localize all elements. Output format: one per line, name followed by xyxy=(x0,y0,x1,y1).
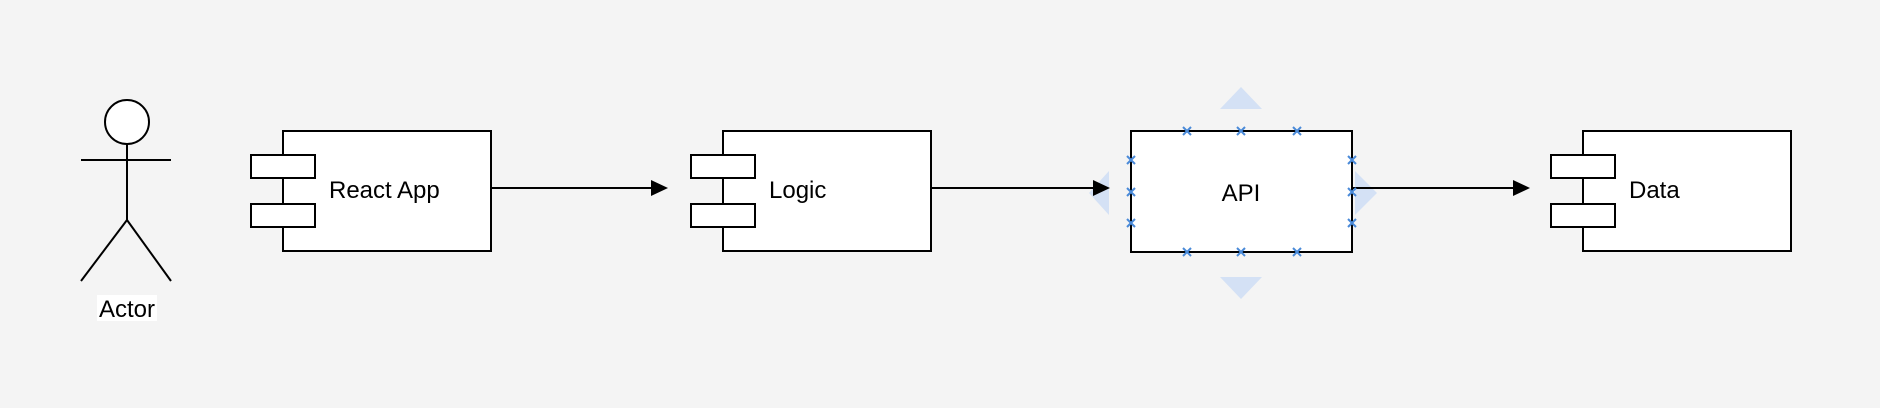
component-data-port-bottom xyxy=(1550,203,1616,228)
connection-point-marker[interactable] xyxy=(1126,187,1136,197)
component-data-body xyxy=(1582,130,1792,252)
connection-point-marker[interactable] xyxy=(1126,155,1136,165)
connection-point-marker[interactable] xyxy=(1347,218,1357,228)
connector-logic-to-api[interactable] xyxy=(931,180,1110,196)
component-logic-port-top xyxy=(690,154,756,179)
component-logic-port-bottom xyxy=(690,203,756,228)
connection-point-marker[interactable] xyxy=(1347,155,1357,165)
connection-point-marker[interactable] xyxy=(1292,247,1302,257)
connection-point-marker[interactable] xyxy=(1126,218,1136,228)
connector-logic-to-api-arrowhead xyxy=(1093,180,1110,196)
hover-arrow-down[interactable] xyxy=(1220,277,1262,299)
actor-right-leg xyxy=(126,219,172,282)
component-react-app[interactable]: React App xyxy=(250,130,492,252)
box-api-label: API xyxy=(1222,180,1261,207)
connection-point-marker[interactable] xyxy=(1292,126,1302,136)
connector-api-to-data[interactable] xyxy=(1352,180,1530,196)
component-logic-label: Logic xyxy=(769,177,826,204)
actor-label: Actor xyxy=(99,296,155,323)
actor-label-background xyxy=(97,295,157,321)
component-react-app-port-top xyxy=(250,154,316,179)
component-react-app-label: React App xyxy=(329,177,440,204)
hover-arrow-up[interactable] xyxy=(1220,87,1262,109)
component-logic[interactable]: Logic xyxy=(690,130,932,252)
hover-arrow-right[interactable] xyxy=(1355,171,1377,215)
component-data-label: Data xyxy=(1629,177,1680,204)
connection-point-marker[interactable] xyxy=(1347,187,1357,197)
connection-points xyxy=(1126,126,1357,257)
actor[interactable]: Actor xyxy=(80,99,172,323)
connector-react-app-to-logic-arrowhead xyxy=(651,180,668,196)
connection-point-marker[interactable] xyxy=(1182,126,1192,136)
connection-point-marker[interactable] xyxy=(1182,247,1192,257)
component-logic-body xyxy=(722,130,932,252)
connection-point-marker[interactable] xyxy=(1236,247,1246,257)
actor-left-leg xyxy=(80,219,128,282)
component-react-app-port-bottom xyxy=(250,203,316,228)
box-api-selected[interactable]: API xyxy=(1130,130,1353,253)
actor-head xyxy=(104,99,150,145)
connection-point-marker[interactable] xyxy=(1236,126,1246,136)
connector-api-to-data-arrowhead xyxy=(1513,180,1530,196)
component-data-port-top xyxy=(1550,154,1616,179)
connector-react-app-to-logic[interactable] xyxy=(491,180,668,196)
component-data[interactable]: Data xyxy=(1550,130,1792,252)
component-react-app-body xyxy=(282,130,492,252)
